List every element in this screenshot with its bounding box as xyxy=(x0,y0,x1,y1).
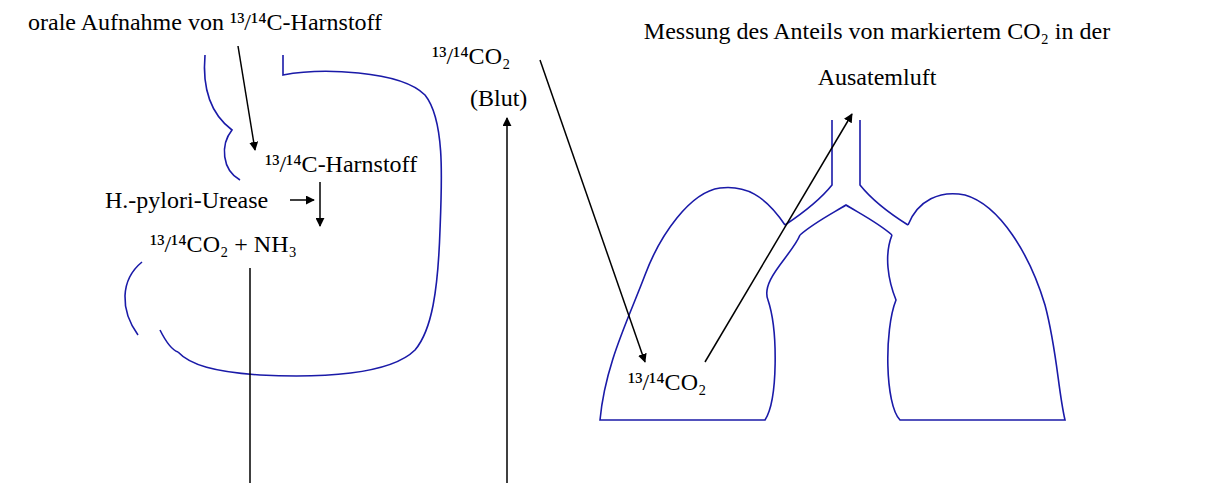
lungs-outline xyxy=(600,120,1065,420)
blood-co2: ¹³/¹⁴CO₂ xyxy=(432,42,510,70)
stomach-outline xyxy=(125,55,441,376)
intake-note: orale Aufnahme von ¹³/¹⁴C-Harnstoff xyxy=(28,8,382,36)
enzyme-label: H.-pylori-Urease xyxy=(105,186,268,214)
blood-label: (Blut) xyxy=(470,84,527,112)
lung-co2: ¹³/¹⁴CO₂ xyxy=(628,368,706,396)
flow-arrows xyxy=(238,46,852,483)
urea-label: ¹³/¹⁴C-Harnstoff xyxy=(265,150,417,178)
measurement-note: Messung des Anteils von markiertem CO₂ i… xyxy=(617,8,1137,100)
reaction-products: ¹³/¹⁴CO₂ + NH₃ xyxy=(150,230,297,258)
